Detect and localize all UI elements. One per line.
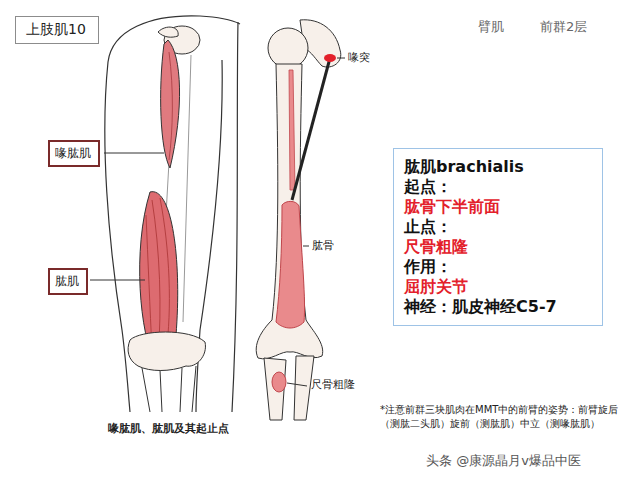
box-heading: 肱肌brachialis — [404, 157, 592, 177]
box-text: 起点： — [404, 177, 592, 197]
arm-outline — [105, 62, 130, 412]
coracobrachialis-muscle — [161, 40, 180, 168]
figure-caption: 喙肱肌、肱肌及其起止点 — [108, 421, 229, 436]
box-text: 神经：肌皮神经C5-7 — [404, 297, 592, 317]
muscle-fiber — [160, 198, 169, 352]
leader-line — [303, 246, 309, 247]
coracoid-attachment — [324, 54, 336, 62]
part-name: 尺骨粗隆 — [311, 378, 355, 393]
ulna-bone — [264, 358, 286, 420]
leader-line — [287, 383, 307, 386]
info-box: 肱肌brachialis起点：肱骨下半前面止点：尺骨粗隆作用：屈肘关节神经：肌皮… — [393, 148, 603, 326]
box-text: 止点： — [404, 217, 592, 237]
note: *注意前群三块肌肉在MMT中的前臂的姿势：前臂旋后（测肱二头肌）旋前（测肱肌）中… — [380, 403, 630, 430]
part-name: 肱骨 — [312, 239, 334, 254]
coracoid-process — [158, 27, 178, 37]
box-heading: 肱肌 — [55, 273, 81, 290]
slide-tag: 上肢肌10 — [15, 16, 99, 44]
leader-line — [90, 280, 145, 281]
forearm-bone — [142, 366, 196, 412]
muscle-label-box: 喙肱肌 — [48, 140, 100, 167]
coracobrachialis-insertion — [289, 70, 295, 190]
box-text: 屈肘关节 — [404, 277, 592, 297]
humerus-head — [268, 28, 308, 68]
section-label: 前群2层 — [540, 18, 587, 36]
box-text: 作用： — [404, 257, 592, 277]
leader-line — [104, 153, 164, 154]
section-label: 臂肌 — [478, 18, 504, 36]
muscle-label-box: 肱肌 — [48, 268, 88, 295]
box-text: 肱骨下半前面 — [404, 197, 592, 217]
torso-outline — [232, 22, 238, 412]
ulnar-tuberosity — [272, 372, 286, 392]
elbow-bones — [128, 332, 205, 371]
humerus-bone — [256, 64, 323, 359]
box-text: 尺骨粗隆 — [404, 237, 592, 257]
muscle-fiber — [146, 215, 152, 350]
watermark: 头条 @康源晶月v爆品中医 — [426, 452, 581, 470]
leader-line — [337, 58, 345, 59]
box-heading: 喙肱肌 — [55, 145, 93, 162]
coracobrachialis-course — [292, 58, 330, 200]
box-heading: 上肢肌10 — [26, 21, 88, 39]
humerus-shaft — [183, 55, 191, 322]
brachialis-origin — [276, 201, 305, 328]
muscle-fiber — [169, 52, 172, 160]
part-name: 喙突 — [348, 51, 370, 66]
